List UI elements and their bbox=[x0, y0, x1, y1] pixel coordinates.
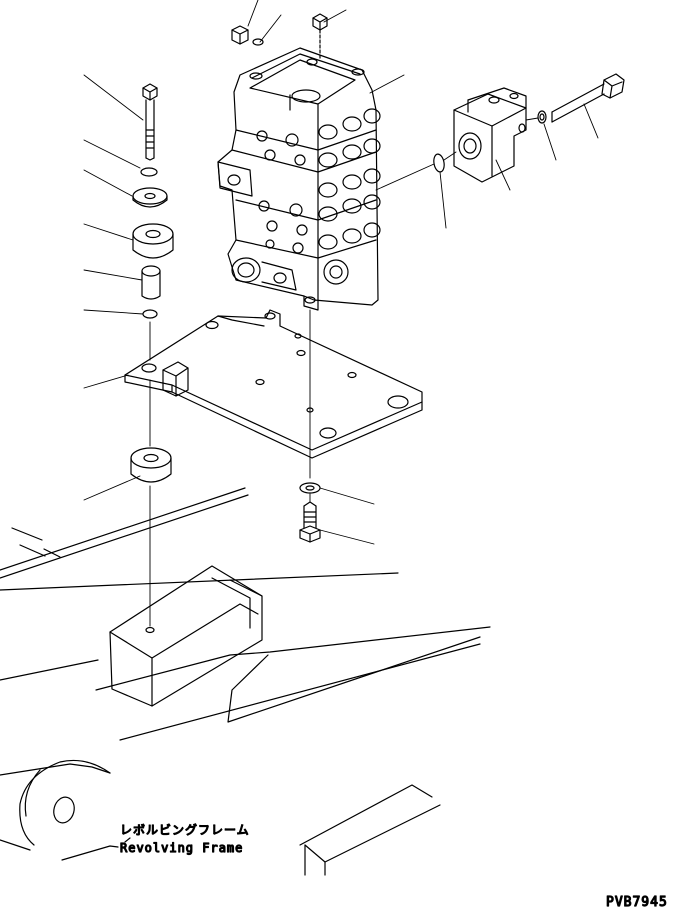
leader-lines bbox=[83, 0, 599, 545]
frame-bracket bbox=[109, 565, 263, 707]
mount-washer bbox=[299, 482, 321, 494]
collar bbox=[141, 265, 161, 300]
mounting-bracket-plate bbox=[124, 309, 423, 459]
washer-large bbox=[132, 187, 168, 208]
washer-small bbox=[140, 167, 158, 177]
flange-block bbox=[453, 87, 527, 183]
frame-label-jp: レボルビングフレーム bbox=[120, 823, 250, 837]
frame-label-en: Revolving Frame bbox=[120, 841, 243, 855]
mount-bolt bbox=[299, 501, 321, 543]
plain-washer bbox=[142, 309, 158, 319]
long-bolt bbox=[142, 83, 158, 161]
valve-bolt-top-right bbox=[312, 13, 328, 61]
revolving-frame bbox=[0, 487, 491, 876]
cushion-lower bbox=[130, 447, 172, 483]
figure-code: PVB7945 bbox=[606, 895, 668, 910]
cushion-upper bbox=[132, 223, 174, 259]
flange-washer bbox=[537, 110, 547, 124]
assembly-centerlines bbox=[149, 117, 539, 627]
control-valve bbox=[217, 47, 381, 311]
flange-bolt bbox=[551, 73, 625, 123]
valve-bolt-top-left bbox=[231, 25, 264, 46]
o-ring bbox=[433, 153, 445, 173]
